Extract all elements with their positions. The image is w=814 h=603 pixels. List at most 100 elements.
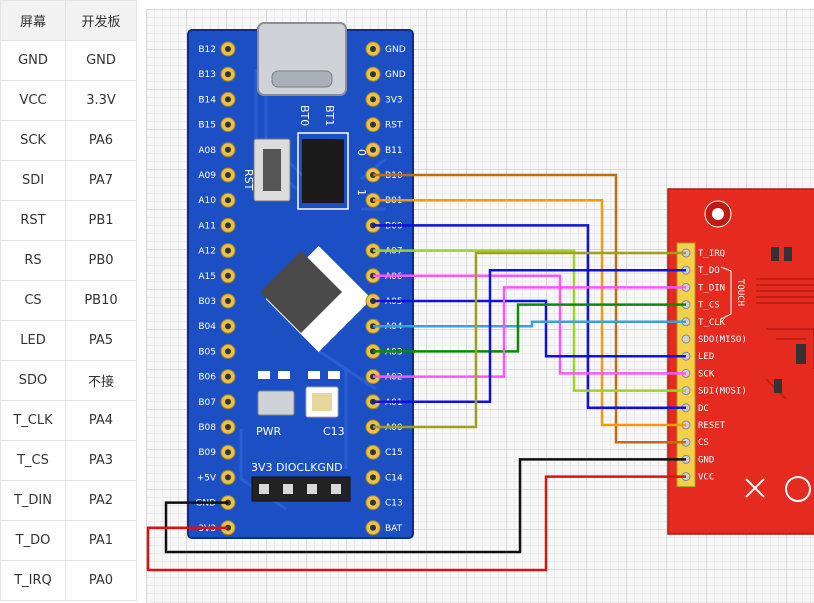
wire	[373, 320, 686, 328]
board-left-pin-hole	[225, 96, 231, 103]
wiring-diagram: RST BT0 BT1 0 1 PWR C13 3V3 DIOCLKGND	[146, 9, 814, 603]
lcd-pin-label: T_CS	[698, 301, 720, 311]
lcd-smd-4	[774, 379, 782, 393]
board-pin-cell: PA0	[65, 560, 137, 601]
wire-layer	[146, 173, 686, 572]
screen-pin-cell: LED	[0, 320, 66, 361]
screen-pin-cell: SCK	[0, 120, 66, 161]
screen-pin-cell: T_CS	[0, 440, 66, 481]
board-left-pin-hole	[225, 46, 231, 52]
board-left-pin-label: A10	[198, 196, 216, 206]
board-right-pin-label: B11	[385, 146, 403, 156]
lcd-cert-icon	[785, 476, 811, 502]
silk-pwr: PWR	[256, 425, 282, 438]
board-left-pin-label: B12	[198, 45, 216, 55]
usb-c-port	[271, 70, 333, 88]
board-right-pin-label: BAT	[385, 524, 403, 534]
wire	[373, 286, 686, 378]
led-c13	[308, 371, 320, 379]
screen-pin-cell: RS	[0, 240, 66, 281]
board-right-pin-hole	[370, 121, 376, 128]
board-left-pin-hole	[225, 398, 231, 405]
board-right-pin-hole	[370, 449, 376, 456]
board-right-pin-hole	[370, 146, 376, 153]
board-left-pin-label: B08	[198, 423, 216, 433]
lcd-pin-label: RESET	[698, 421, 726, 431]
board-right-pin-label: GND	[385, 70, 406, 80]
board-right-pin-hole	[370, 71, 376, 78]
lcd-pin-label: SDO(MISO)	[698, 335, 747, 345]
board-left-pin-label: A11	[198, 221, 216, 231]
board-left-pin-label: +5V	[197, 473, 217, 483]
board-pin-cell: PA6	[65, 120, 137, 161]
board-left-pin-hole	[225, 348, 231, 355]
board-left-pin-hole	[225, 449, 231, 456]
board-left-pin-label: B13	[198, 70, 216, 80]
board-left-pin-label: B09	[198, 448, 216, 458]
lcd-weee-icon	[745, 478, 765, 498]
lcd-pin-label: CS	[698, 438, 709, 448]
lcd-pin-label: GND	[698, 455, 714, 465]
lcd-module: TOUCH T_IRQT_DOT_DINT_CST_CLKSDO(MISO)LE…	[667, 188, 814, 535]
lcd-smd-1	[771, 247, 779, 261]
board-right-pin-hole	[370, 96, 376, 103]
swd-pin	[307, 484, 317, 494]
led-resistor-2	[328, 371, 340, 379]
silk-c13: C13	[323, 425, 345, 438]
reset-button-cap	[263, 149, 281, 191]
led-pwr	[258, 371, 270, 379]
screen-pin-cell: CS	[0, 280, 66, 321]
wire	[373, 173, 686, 444]
screen-pin-cell: T_CLK	[0, 400, 66, 441]
boot-jumper-outline	[297, 132, 349, 210]
board-right-pin-hole	[370, 499, 376, 506]
wire	[373, 268, 686, 404]
swd-header-pins	[259, 484, 341, 494]
silk-rst: RST	[242, 169, 255, 191]
swd-pin	[331, 484, 341, 494]
lcd-touch-bracket	[720, 266, 732, 320]
board-left-pin-label: A12	[198, 247, 216, 257]
wire	[373, 224, 686, 410]
board-right-pin-label: C15	[385, 448, 403, 458]
wire	[373, 274, 686, 375]
board-pin-cell: PA7	[65, 160, 137, 201]
board-left-pin-label: A09	[198, 171, 216, 181]
lcd-mount-hole-top-center	[712, 208, 724, 220]
board-pin-cell: PB10	[65, 280, 137, 321]
header-screen: 屏幕	[0, 0, 66, 41]
board-pin-cell: PA1	[65, 520, 137, 561]
board-pin-cell: PA4	[65, 400, 137, 441]
power-wire	[164, 458, 686, 554]
board-left-pin-hole	[225, 222, 231, 229]
board-left-pin-label: B07	[198, 398, 216, 408]
board-pin-cell: 不接	[65, 360, 137, 401]
board-left-pin-label: B15	[198, 121, 216, 131]
board-right-pin-hole	[370, 474, 376, 481]
board-left-pin-label: B03	[198, 297, 216, 307]
lcd-pin-pad	[681, 334, 691, 344]
board-right-pin-label: C14	[385, 473, 403, 483]
silk-boot1: BT1	[323, 105, 336, 126]
board-left-pin-hole	[225, 298, 231, 304]
board-pin-cell: PB0	[65, 240, 137, 281]
board-pin-cell: PA2	[65, 480, 137, 521]
lcd-pin-label: DC	[698, 404, 709, 414]
silk-one: 1	[355, 189, 368, 196]
silk-boot0: BT0	[298, 105, 311, 126]
lcd-smd-2	[784, 247, 792, 261]
board-left-pin-hole	[225, 424, 231, 430]
lcd-pin-label: SDI(MOSI)	[698, 387, 747, 397]
lcd-pin-strip	[676, 242, 696, 488]
board-right-pin-label: C13	[385, 499, 403, 509]
board-pin-cell: PA5	[65, 320, 137, 361]
